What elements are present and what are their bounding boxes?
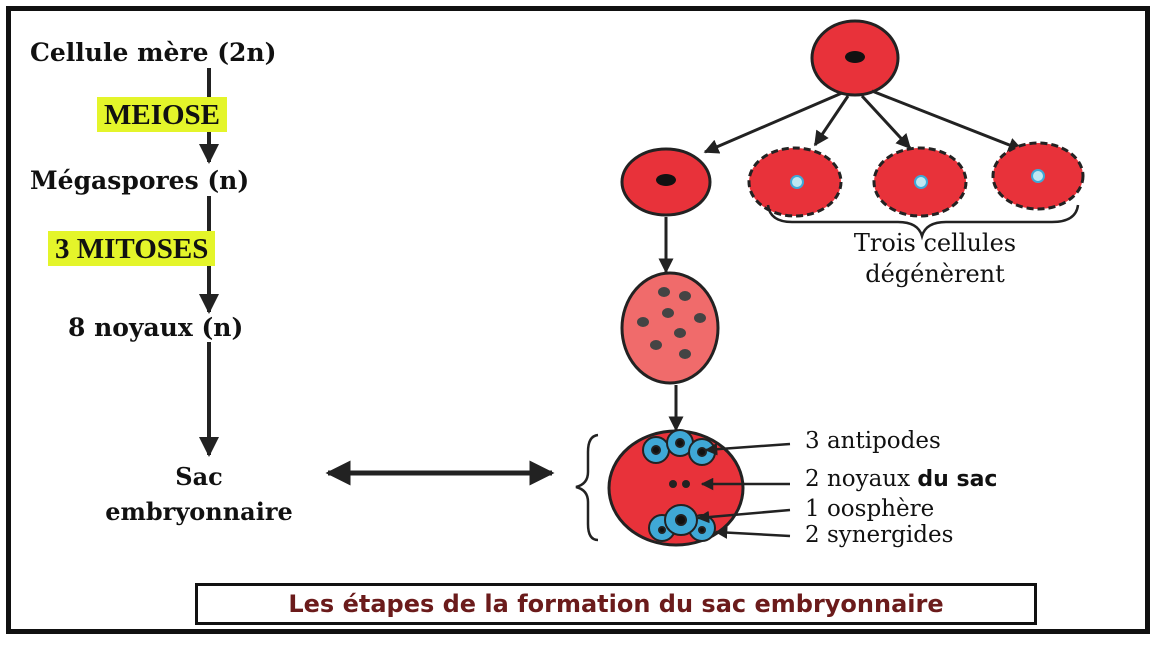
degenerating-cells [747, 141, 1085, 218]
meiosis-label: MEIOSE [97, 97, 228, 133]
embryo-sac [607, 429, 745, 547]
mitoses-label: 3 MITOSES [48, 231, 216, 267]
synergids-label: 2 synergides [805, 522, 954, 548]
functional-megaspore [620, 147, 712, 217]
polar-nuclei-label: 2 noyaux du sac [805, 466, 997, 492]
degenerate-label-line1: Trois cellules [853, 229, 1017, 257]
polar-nuclei-label-a: 2 noyaux [805, 466, 911, 492]
eight-nuclei-cell [620, 271, 720, 385]
polar-nuclei-label-b: du sac [917, 467, 998, 492]
meiosis-arrows [703, 89, 1024, 154]
label-pointers [696, 442, 791, 539]
degenerate-label-line2: dégénèrent [865, 260, 1005, 289]
diagram-frame [6, 6, 1150, 634]
degenerating-cell [991, 141, 1085, 211]
embryo-sac-label-line2: embryonnaire [105, 496, 293, 526]
antipodes-label: 3 antipodes [805, 428, 941, 454]
degenerating-cell [872, 146, 968, 218]
degenerate-label: Trois cellules dégénèrent [790, 228, 1080, 290]
diagram-caption: Les étapes de la formation du sac embryo… [195, 583, 1037, 625]
degenerate-brace [766, 204, 1080, 241]
mother-cell [810, 19, 900, 97]
embryo-sac-brace [575, 433, 599, 542]
nuclei-label: 8 noyaux (n) [68, 313, 244, 342]
mother-cell-label: Cellule mère (2n) [30, 38, 277, 67]
degenerating-cell [747, 146, 843, 218]
oosphere-label: 1 oosphère [805, 496, 935, 522]
embryo-sac-label: Sac embryonnaire [34, 460, 364, 530]
antipodes-cells [642, 429, 716, 466]
megaspores-label: Mégaspores (n) [30, 166, 250, 195]
embryo-sac-label-line1: Sac [175, 462, 223, 491]
polar-nuclei [669, 480, 690, 488]
